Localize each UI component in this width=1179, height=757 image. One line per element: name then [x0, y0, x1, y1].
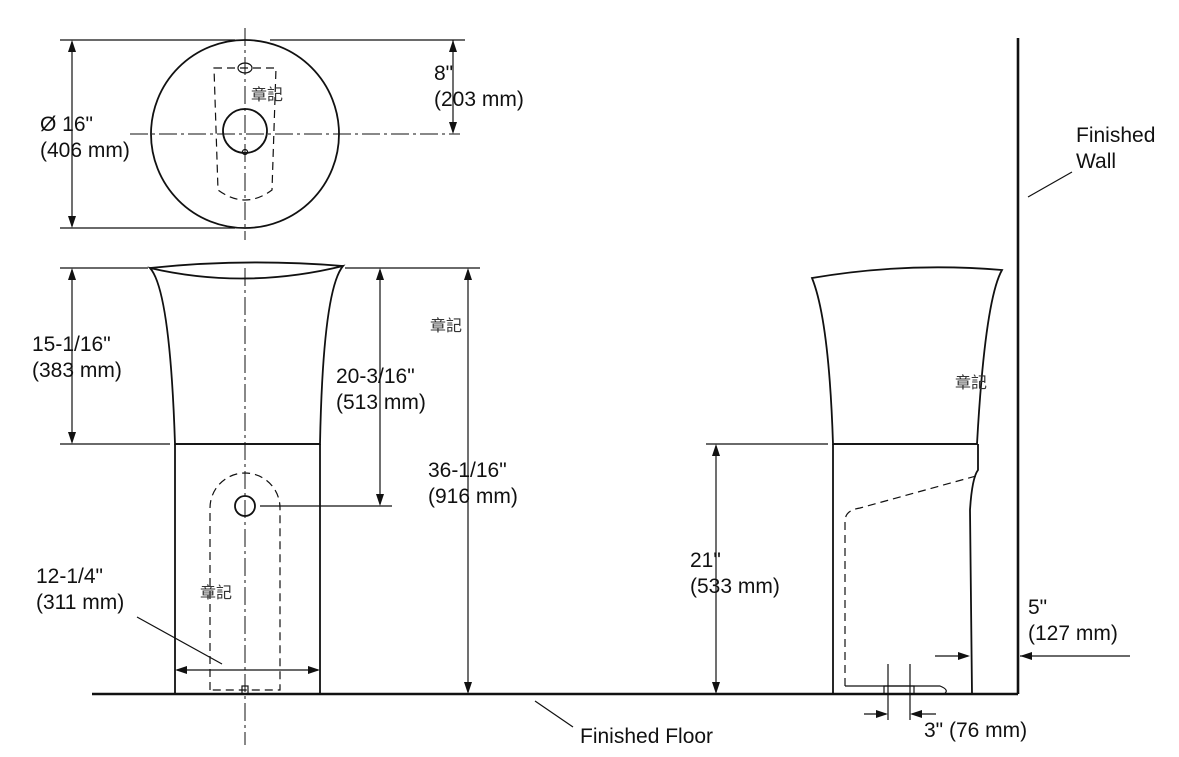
arrow-icon — [68, 40, 76, 52]
arrow-icon — [449, 40, 457, 52]
stamp-mark: 章記 — [251, 85, 283, 104]
arrow-icon — [712, 682, 720, 694]
arrow-icon — [910, 710, 922, 718]
plan-hidden-outline — [213, 67, 277, 201]
drain-circle — [222, 108, 268, 154]
access-width-leader — [136, 616, 223, 665]
side-pedestal-outline — [832, 444, 979, 695]
drain-center-dot — [241, 148, 249, 156]
stamp-mark: 章記 — [430, 316, 462, 335]
arrow-icon — [464, 682, 472, 694]
finished-floor-label: Finished Floor — [580, 725, 713, 748]
bowl-height-mm-label: (383 mm) — [32, 359, 122, 382]
finished-wall-label-line1: Finished — [1076, 124, 1155, 147]
finished-wall-leader — [1027, 171, 1073, 198]
bowl-height-inches-label: 15-1/16" — [32, 333, 111, 356]
drain-height-mm-label: (513 mm) — [336, 391, 426, 414]
arrow-icon — [876, 710, 888, 718]
wall-offset-mm-label: (127 mm) — [1028, 622, 1118, 645]
side-bowl-outline — [810, 266, 1004, 445]
arrow-icon — [449, 122, 457, 134]
arrow-icon — [1020, 652, 1032, 660]
arrow-icon — [958, 652, 970, 660]
overflow-hole — [237, 62, 253, 74]
wall-offset-inches-label: 5" — [1028, 596, 1047, 619]
access-width-mm-label: (311 mm) — [36, 591, 124, 614]
stamp-mark: 章記 — [955, 373, 987, 392]
overall-height-inches-label: 36-1/16" — [428, 459, 507, 482]
foot-offset-label: 3" (76 mm) — [924, 719, 1027, 742]
front-rim-top — [149, 261, 344, 269]
base-height-inches-label: 21" — [690, 549, 721, 572]
drain-height-inches-label: 20-3/16" — [336, 365, 415, 388]
access-width-inches-label: 12-1/4" — [36, 565, 103, 588]
diameter-inches-label: Ø 16" — [40, 113, 93, 136]
arrow-icon — [376, 494, 384, 506]
arrow-icon — [464, 268, 472, 280]
front-bowl-outline — [147, 264, 346, 445]
arrow-icon — [712, 444, 720, 456]
side-access-hidden — [844, 475, 977, 686]
side-floor-bolts — [883, 685, 915, 695]
arrow-icon — [68, 268, 76, 280]
base-height-mm-label: (533 mm) — [690, 575, 780, 598]
arrow-icon — [308, 666, 320, 674]
arrow-icon — [175, 666, 187, 674]
top-view: Ø 16" (406 mm) 8" (203 mm) 章記 — [40, 28, 524, 240]
arrow-icon — [68, 216, 76, 228]
overall-height-mm-label: (916 mm) — [428, 485, 518, 508]
offset-mm-label: (203 mm) — [434, 88, 524, 111]
front-pedestal-outline — [174, 444, 321, 694]
finished-floor-leader — [534, 700, 574, 728]
access-opening-hidden — [209, 472, 281, 691]
front-view: 15-1/16" (383 mm) 20-3/16" (513 mm) 36-1… — [32, 261, 518, 745]
offset-inches-label: 8" — [434, 62, 453, 85]
side-foot-line — [845, 685, 947, 695]
side-view: 21" (533 mm) 5" (127 mm) 3" (76 mm) Fini… — [92, 38, 1155, 748]
finished-wall-label-line2: Wall — [1076, 150, 1116, 173]
diameter-mm-label: (406 mm) — [40, 139, 130, 162]
arrow-icon — [68, 432, 76, 444]
stamp-mark: 章記 — [200, 583, 232, 602]
arrow-icon — [376, 268, 384, 280]
